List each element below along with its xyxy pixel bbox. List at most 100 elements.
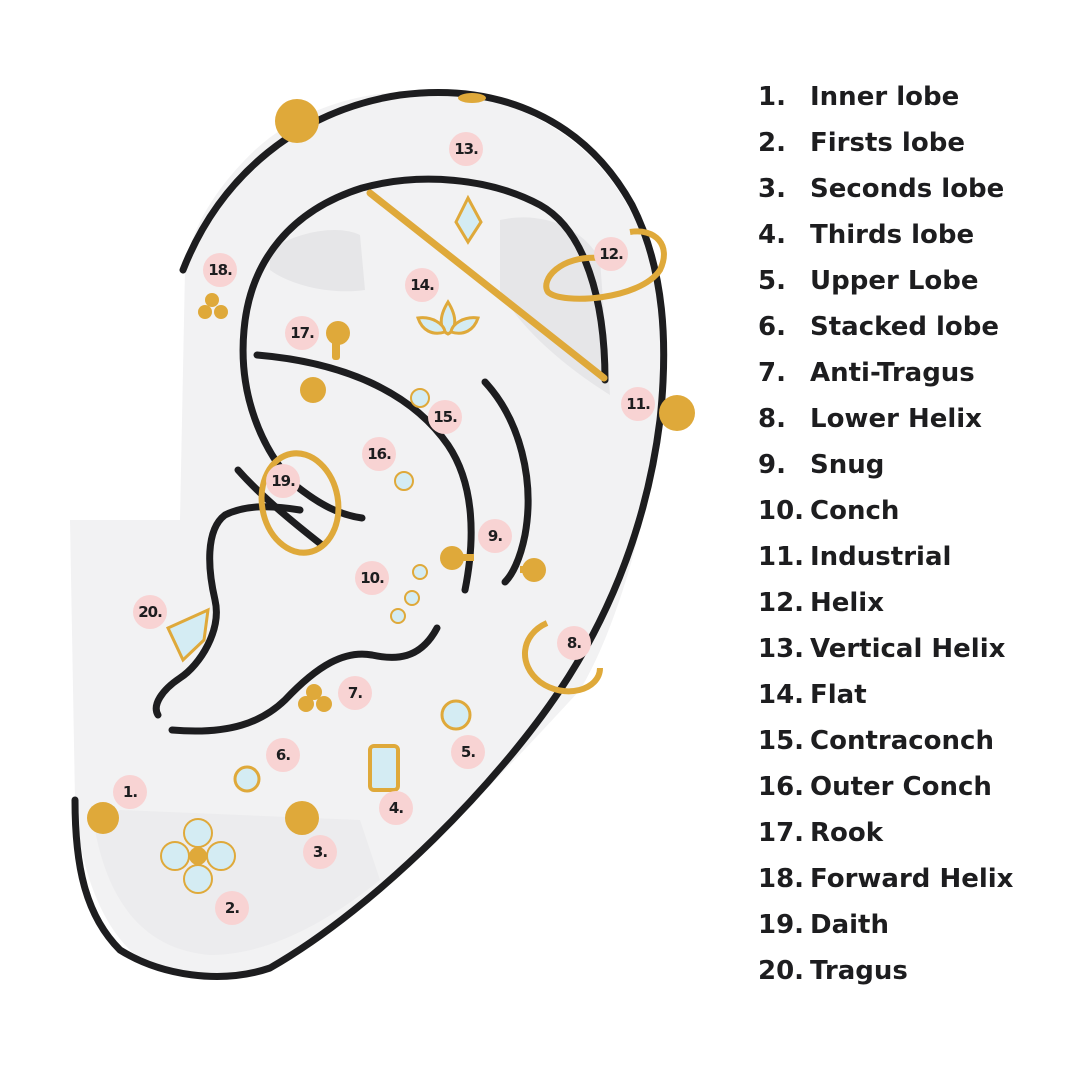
daith-hoop (258, 450, 342, 556)
ear-outline (71, 89, 668, 980)
legend-item: 7. Anti-Tragus (758, 352, 1013, 398)
marker-badge (338, 676, 372, 710)
legend-label: Tragus (810, 956, 908, 986)
marker-badge (215, 891, 249, 925)
legend-number: 7. (758, 358, 786, 388)
legend-number: 16. (758, 772, 805, 802)
legend-label: Industrial (810, 542, 952, 572)
marker-label: 4. (389, 799, 403, 817)
legend-item: 19.Daith (758, 904, 1013, 950)
legend-number: 3. (758, 174, 786, 204)
marker-label: 12. (599, 245, 623, 263)
marker-badge (449, 132, 483, 166)
legend-label: Vertical Helix (810, 634, 1006, 664)
snug-ball (440, 546, 464, 570)
legend-number: 5. (758, 266, 786, 296)
thirds-lobe-gem (368, 744, 400, 792)
legend-label: Forward Helix (810, 864, 1014, 894)
legend-item: 17.Rook (758, 812, 1013, 858)
legend-item: 18.Forward Helix (758, 858, 1013, 904)
marker-10: 10. (355, 561, 389, 595)
legend-item: 1. Inner lobe (758, 76, 1013, 122)
legend-item: 20.Tragus (758, 950, 1013, 996)
legend-number: 20. (758, 956, 805, 986)
legend-number: 8. (758, 404, 786, 434)
marker-badge (355, 561, 389, 595)
rook-end-ball (300, 377, 326, 403)
marker-12: 12. (594, 237, 628, 271)
marker-label: 10. (360, 569, 384, 587)
legend-number: 6. (758, 312, 786, 342)
stacked-lobe-gem (233, 765, 261, 793)
legend-label: Conch (810, 496, 900, 526)
legend-label: Contraconch (810, 726, 994, 756)
helix-hoop (543, 228, 667, 302)
marker-label: 13. (454, 140, 478, 158)
ear-skin (70, 91, 665, 974)
marker-label: 11. (626, 395, 650, 413)
legend-number: 2. (758, 128, 786, 158)
marker-3: 3. (303, 835, 337, 869)
marker-badge (557, 626, 591, 660)
marker-4: 4. (379, 791, 413, 825)
marker-13: 13. (449, 132, 483, 166)
legend-label: Firsts lobe (810, 128, 965, 158)
legend-number: 14. (758, 680, 805, 710)
legend-item: 14.Flat (758, 674, 1013, 720)
legend-item: 6. Stacked lobe (758, 306, 1013, 352)
legend-item: 2. Firsts lobe (758, 122, 1013, 168)
marker-17: 17. (285, 316, 319, 350)
upper-lobe-gem (440, 699, 472, 731)
legend-number: 12. (758, 588, 805, 618)
legend-label: Upper Lobe (810, 266, 979, 296)
helix-top-bar (458, 93, 486, 103)
flat-flower (416, 299, 480, 336)
legend-number: 11. (758, 542, 805, 572)
legend-item: 11.Industrial (758, 536, 1013, 582)
legend-number: 10. (758, 496, 805, 526)
marker-2: 2. (215, 891, 249, 925)
legend-item: 8.Lower Helix (758, 398, 1013, 444)
marker-badge (203, 253, 237, 287)
legend-label: Thirds lobe (810, 220, 975, 250)
legend-item: 15.Contraconch (758, 720, 1013, 766)
legend-label: Anti-Tragus (810, 358, 975, 388)
legend-number: 17. (758, 818, 805, 848)
legend-label: Inner lobe (810, 82, 960, 112)
marker-label: 1. (123, 783, 137, 801)
rook-ball (326, 321, 350, 345)
marker-15: 15. (428, 400, 462, 434)
marker-badge (303, 835, 337, 869)
legend-label: Flat (810, 680, 867, 710)
marker-8: 8. (557, 626, 591, 660)
marker-label: 6. (276, 746, 290, 764)
outer-conch-gem (394, 471, 414, 491)
legend-number: 4. (758, 220, 786, 250)
legend-number: 9. (758, 450, 786, 480)
legend-item: 3.Seconds lobe (758, 168, 1013, 214)
marker-14: 14. (405, 268, 439, 302)
legend-number: 18. (758, 864, 805, 894)
legend-number: 19. (758, 910, 805, 940)
marker-9: 9. (478, 519, 512, 553)
legend-number: 1. (758, 82, 786, 112)
industrial-end-ball (659, 395, 695, 431)
legend-label: Daith (810, 910, 889, 940)
industrial-bar (366, 189, 608, 382)
marker-label: 3. (313, 843, 327, 861)
marker-16: 16. (362, 437, 396, 471)
legend-label: Outer Conch (810, 772, 992, 802)
marker-label: 9. (488, 527, 502, 545)
inner-lobe-ball (87, 802, 119, 834)
legend-number: 15. (758, 726, 805, 756)
marker-label: 19. (271, 472, 295, 490)
marker-badge (405, 268, 439, 302)
conch-gems (390, 564, 428, 624)
marker-badge (621, 387, 655, 421)
legend-label: Stacked lobe (810, 312, 1000, 342)
legend-item: 10.Conch (758, 490, 1013, 536)
marker-5: 5. (451, 735, 485, 769)
marker-badge (266, 738, 300, 772)
